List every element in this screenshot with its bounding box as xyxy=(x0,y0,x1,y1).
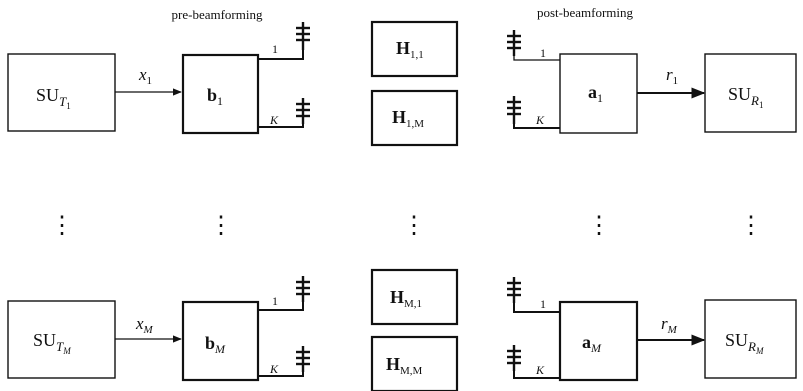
combiner-m-port-k-wire xyxy=(513,363,560,379)
channel-hm1-label: HM,1 xyxy=(390,287,422,310)
receiver-m-box xyxy=(704,299,797,379)
transmitter-m-label: SUTM xyxy=(33,330,71,356)
ellipsis-precoders: ⋮ xyxy=(209,213,233,239)
channel-h1m-box xyxy=(370,89,459,147)
precoder-m-port-k-label: K xyxy=(269,362,279,376)
transmitter-1-label: SUT1 xyxy=(36,85,71,111)
ellipsis-channels: ⋮ xyxy=(402,213,426,239)
transmitter-1-box xyxy=(7,53,116,132)
combiner-1-port-1-wire xyxy=(513,48,560,61)
combiner-1-port-k-label: K xyxy=(535,113,545,127)
receiver-m-label: SURM xyxy=(725,330,764,356)
precoder-m-port-1-label: 1 xyxy=(272,294,278,308)
combiner-1-port-1-label: 1 xyxy=(540,46,546,60)
channel-h11-box xyxy=(370,20,459,78)
channel-hm1-box xyxy=(370,268,459,326)
signal-1-label: x1 xyxy=(138,65,152,87)
combiner-m-port-k-label: K xyxy=(535,363,545,377)
precoder-1-port-1-wire xyxy=(258,40,304,60)
ellipsis-combiners: ⋮ xyxy=(587,213,611,239)
combiner-m-port-1-wire xyxy=(513,295,560,313)
signal-m-label: xM xyxy=(135,314,154,336)
channel-h1m-label: H1,M xyxy=(392,107,424,130)
combiner-m-label: aM xyxy=(582,332,602,355)
pre-beamforming-label: pre-beamforming xyxy=(172,7,263,22)
channel-hmm-label: HM,M xyxy=(386,354,423,377)
output-1-label: r1 xyxy=(666,65,678,87)
ellipsis-transmitters: ⋮ xyxy=(50,213,74,239)
output-m-label: rM xyxy=(661,314,678,336)
precoder-1-antenna-k-icon xyxy=(296,98,310,124)
precoder-m-label: bM xyxy=(205,333,226,356)
combiner-1-label: a1 xyxy=(588,82,603,105)
ellipsis-receivers: ⋮ xyxy=(739,213,763,239)
user-1-chain: SUT1 x1 b1 1 K xyxy=(7,22,797,135)
precoder-1-label: b1 xyxy=(207,85,223,108)
receiver-1-label: SUR1 xyxy=(728,84,763,110)
precoder-1-port-1-label: 1 xyxy=(272,42,278,56)
precoder-m-antenna-k-icon xyxy=(296,346,310,372)
user-m-chain: SUTM xM bM 1 K xyxy=(7,276,797,382)
precoder-m-port-k-wire xyxy=(258,360,304,377)
combiner-m-port-1-label: 1 xyxy=(540,297,546,311)
precoder-1-box xyxy=(181,53,260,135)
precoder-1-port-k-label: K xyxy=(269,113,279,127)
precoder-1-port-k-wire xyxy=(258,110,304,128)
precoder-1-antenna-1-icon xyxy=(296,22,310,50)
combiner-1-box xyxy=(559,53,638,134)
precoder-m-box xyxy=(181,300,260,382)
precoder-m-port-1-wire xyxy=(258,296,304,311)
receiver-1-box xyxy=(704,53,797,133)
post-beamforming-label: post-beamforming xyxy=(537,5,634,20)
transmitter-m-box xyxy=(7,300,116,379)
precoder-m-antenna-1-icon xyxy=(296,276,310,302)
channel-hmm-box xyxy=(370,335,459,391)
channel-h11-label: H1,1 xyxy=(396,38,424,61)
combiner-1-port-k-wire xyxy=(513,114,560,129)
